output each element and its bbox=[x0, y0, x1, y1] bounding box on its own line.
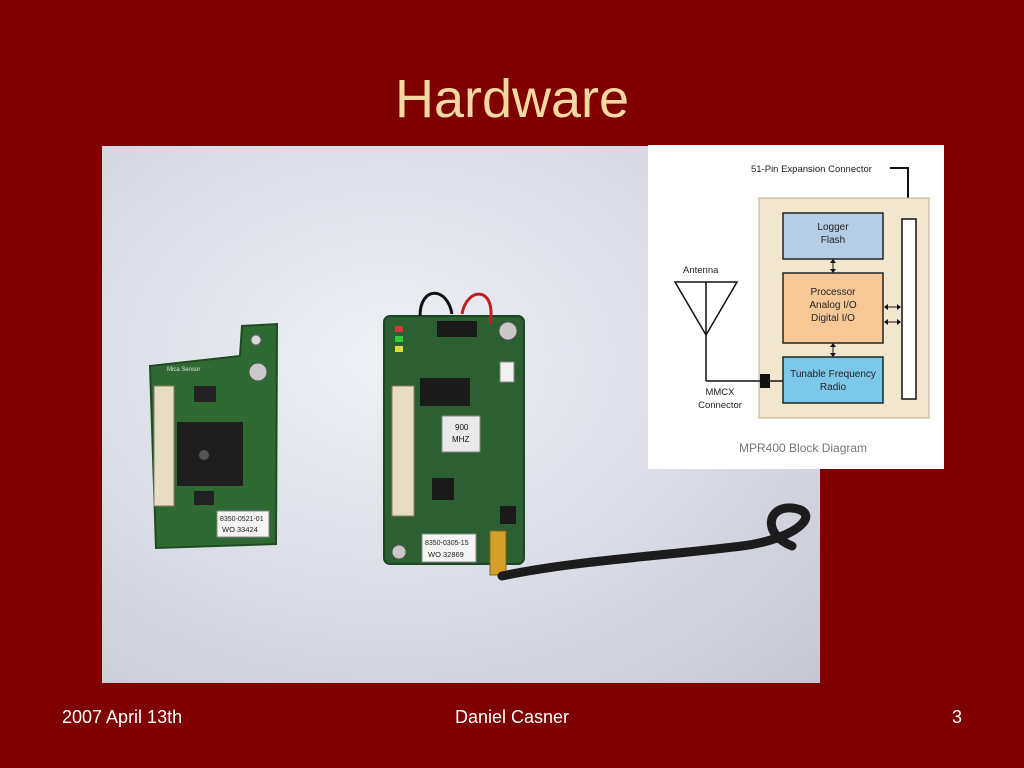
footer-date: 2007 April 13th bbox=[62, 707, 183, 727]
radio-board: 900 MHZ 8350-0305-15 WO 32869 bbox=[383, 291, 811, 581]
sensor-board-silk-label: Mica Sensor bbox=[167, 367, 200, 373]
mmcx-label-line1: MMCX bbox=[705, 387, 735, 398]
radio-board-sticker-line2: WO 32869 bbox=[428, 550, 464, 559]
processor-label-line2: Analog I/O bbox=[809, 300, 856, 311]
radio-board-header-connector bbox=[391, 385, 415, 517]
block-diagram: 51-Pin Expansion Connector Logger Flash … bbox=[648, 145, 944, 469]
logger-label-line2: Flash bbox=[821, 235, 845, 246]
mmcx-connector bbox=[489, 530, 507, 576]
radio-board-crystal-line2: MHZ bbox=[452, 435, 469, 444]
mmcx-label-line2: Connector bbox=[698, 400, 742, 411]
processor-label-line1: Processor bbox=[810, 287, 856, 298]
processor-label-line3: Digital I/O bbox=[811, 313, 855, 324]
sensor-board-microphone bbox=[248, 362, 268, 382]
radio-label-line1: Tunable Frequency bbox=[790, 369, 876, 380]
logger-label-line1: Logger bbox=[817, 222, 849, 233]
battery-wire-red bbox=[460, 292, 493, 325]
slide-title: Hardware bbox=[394, 69, 630, 129]
block-diagram-caption: MPR400 Block Diagram bbox=[739, 441, 867, 455]
block-diagram-drawing: 51-Pin Expansion Connector Logger Flash … bbox=[673, 164, 930, 455]
sensor-board-header-connector bbox=[153, 385, 175, 507]
radio-board-crystal-line1: 900 bbox=[455, 423, 469, 432]
hardware-photo-drawing: Mica Sensor 8350-0521-01 WO 33424 900 MH… bbox=[148, 291, 811, 581]
sensor-board-chip bbox=[177, 422, 243, 486]
logger-flash-block bbox=[782, 212, 884, 260]
sensor-board-sticker-line2: WO 33424 bbox=[222, 525, 258, 534]
sensor-board: Mica Sensor 8350-0521-01 WO 33424 bbox=[148, 322, 279, 550]
radio-block bbox=[782, 356, 884, 404]
processor-block bbox=[782, 272, 884, 344]
antenna-label: Antenna bbox=[683, 265, 719, 276]
expansion-connector-label: 51-Pin Expansion Connector bbox=[751, 164, 872, 175]
battery-wire-black bbox=[418, 291, 454, 317]
footer-author: Daniel Casner bbox=[454, 707, 570, 727]
antenna-cable bbox=[497, 503, 811, 581]
radio-label-line2: Radio bbox=[820, 382, 847, 393]
expansion-connector bbox=[901, 218, 917, 400]
mmcx-connector-symbol bbox=[760, 374, 770, 388]
radio-board-processor-chip bbox=[420, 378, 470, 406]
footer-page-number: 3 bbox=[951, 707, 962, 727]
sensor-board-sticker-line1: 8350-0521-01 bbox=[220, 516, 264, 523]
radio-board-crystal bbox=[441, 415, 481, 453]
sensor-board-sticker bbox=[216, 510, 270, 538]
radio-board-sticker bbox=[421, 533, 477, 563]
radio-board-sticker-line1: 8350-0305-15 bbox=[425, 540, 469, 547]
